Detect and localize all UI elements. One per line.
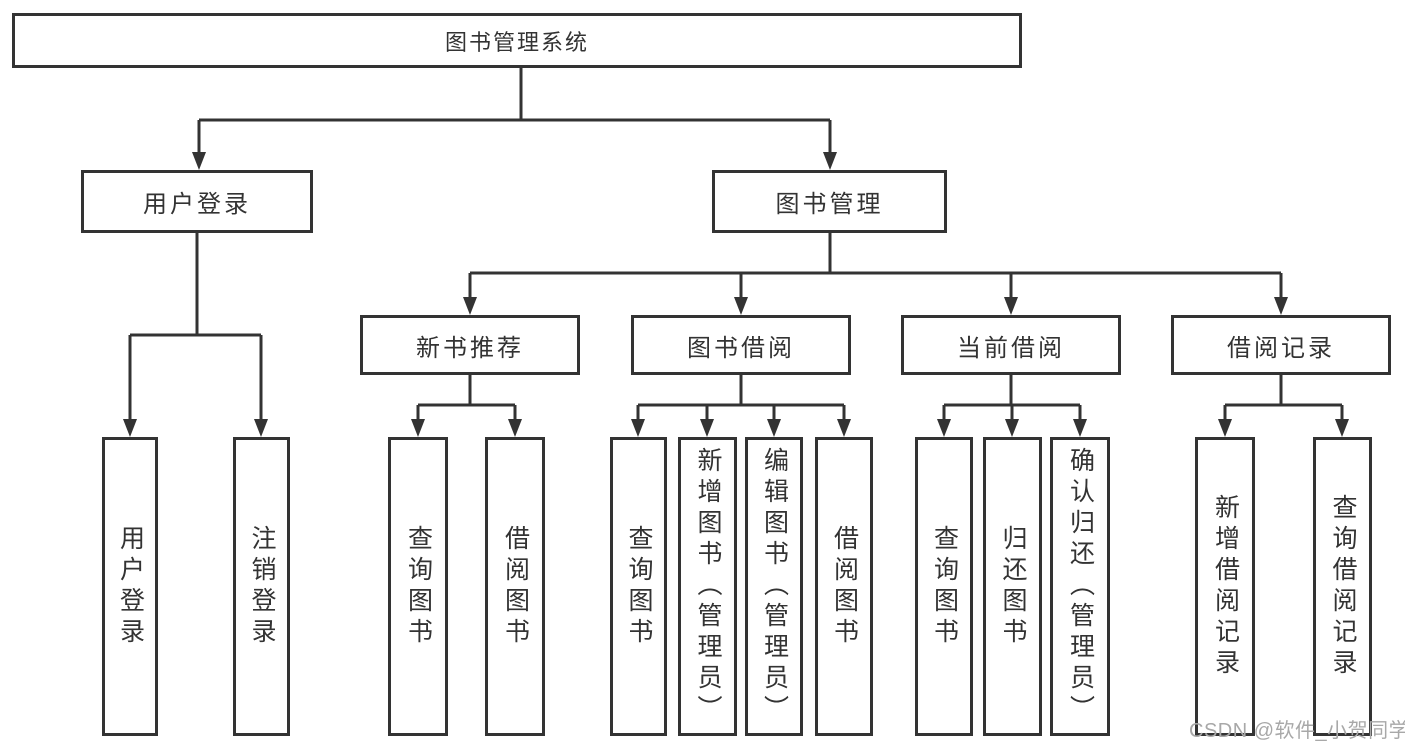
- leaf-confirm-return-admin: 确认归还（管理员）: [1050, 437, 1110, 736]
- node-new-book-recommend: 新书推荐: [360, 315, 580, 375]
- arrowhead-borrow-records: [1274, 297, 1288, 315]
- arrowhead-return-books: [1005, 419, 1019, 437]
- leaf-query-borrow-record: 查询借阅记录: [1313, 437, 1372, 736]
- leaf-borrow-books-recommend: 借阅图书: [485, 437, 545, 736]
- node-library-management-system: 图书管理系统: [12, 13, 1022, 68]
- leaf-borrow-books: 借阅图书: [815, 437, 873, 736]
- connector-current-borrow-children: [942, 375, 1082, 419]
- arrowhead-leaf-logout: [254, 419, 268, 437]
- leaf-logout: 注销登录: [233, 437, 290, 736]
- arrowhead-book-borrow: [734, 297, 748, 315]
- arrowhead-query-books-2: [631, 419, 645, 437]
- leaf-user-login: 用户登录: [102, 437, 158, 736]
- connector-book-management-modules: [468, 233, 1283, 297]
- node-current-borrow: 当前借阅: [901, 315, 1121, 375]
- leaf-query-books-current: 查询图书: [915, 437, 973, 736]
- leaf-query-books-borrow: 查询图书: [610, 437, 667, 736]
- leaf-edit-books-admin: 编辑图书（管理员）: [745, 437, 803, 736]
- arrowhead-current-borrow: [1004, 297, 1018, 315]
- connector-new-book-recommend-children: [416, 375, 517, 419]
- node-book-management: 图书管理: [712, 170, 947, 233]
- arrowhead-borrow-books-2: [837, 419, 851, 437]
- connector-book-borrow-children: [636, 375, 846, 419]
- arrowhead-add-borrow-record: [1218, 419, 1232, 437]
- arrowhead-book-management: [823, 152, 837, 170]
- arrowhead-confirm-return: [1073, 419, 1087, 437]
- arrowhead-add-books: [700, 419, 714, 437]
- leaf-add-books-admin: 新增图书（管理员）: [678, 437, 737, 736]
- node-book-borrow: 图书借阅: [631, 315, 851, 375]
- leaf-query-books-recommend: 查询图书: [388, 437, 448, 736]
- leaf-return-books: 归还图书: [983, 437, 1042, 736]
- csdn-watermark: CSDN @软件_小贺同学: [1189, 720, 1405, 742]
- connector-user-login-children: [128, 233, 263, 419]
- node-borrow-records: 借阅记录: [1171, 315, 1391, 375]
- arrowhead-user-login: [192, 152, 206, 170]
- node-user-login: 用户登录: [81, 170, 313, 233]
- arrowhead-new-book-recommend: [463, 297, 477, 315]
- connector-root-to-level2: [197, 68, 832, 152]
- arrowhead-borrow-books-1: [508, 419, 522, 437]
- leaf-add-borrow-record: 新增借阅记录: [1195, 437, 1255, 736]
- arrowhead-edit-books: [767, 419, 781, 437]
- arrowhead-query-books-1: [411, 419, 425, 437]
- arrowhead-query-books-3: [937, 419, 951, 437]
- arrowhead-query-borrow-record: [1335, 419, 1349, 437]
- connector-borrow-records-children: [1223, 375, 1344, 419]
- arrowhead-leaf-user-login: [123, 419, 137, 437]
